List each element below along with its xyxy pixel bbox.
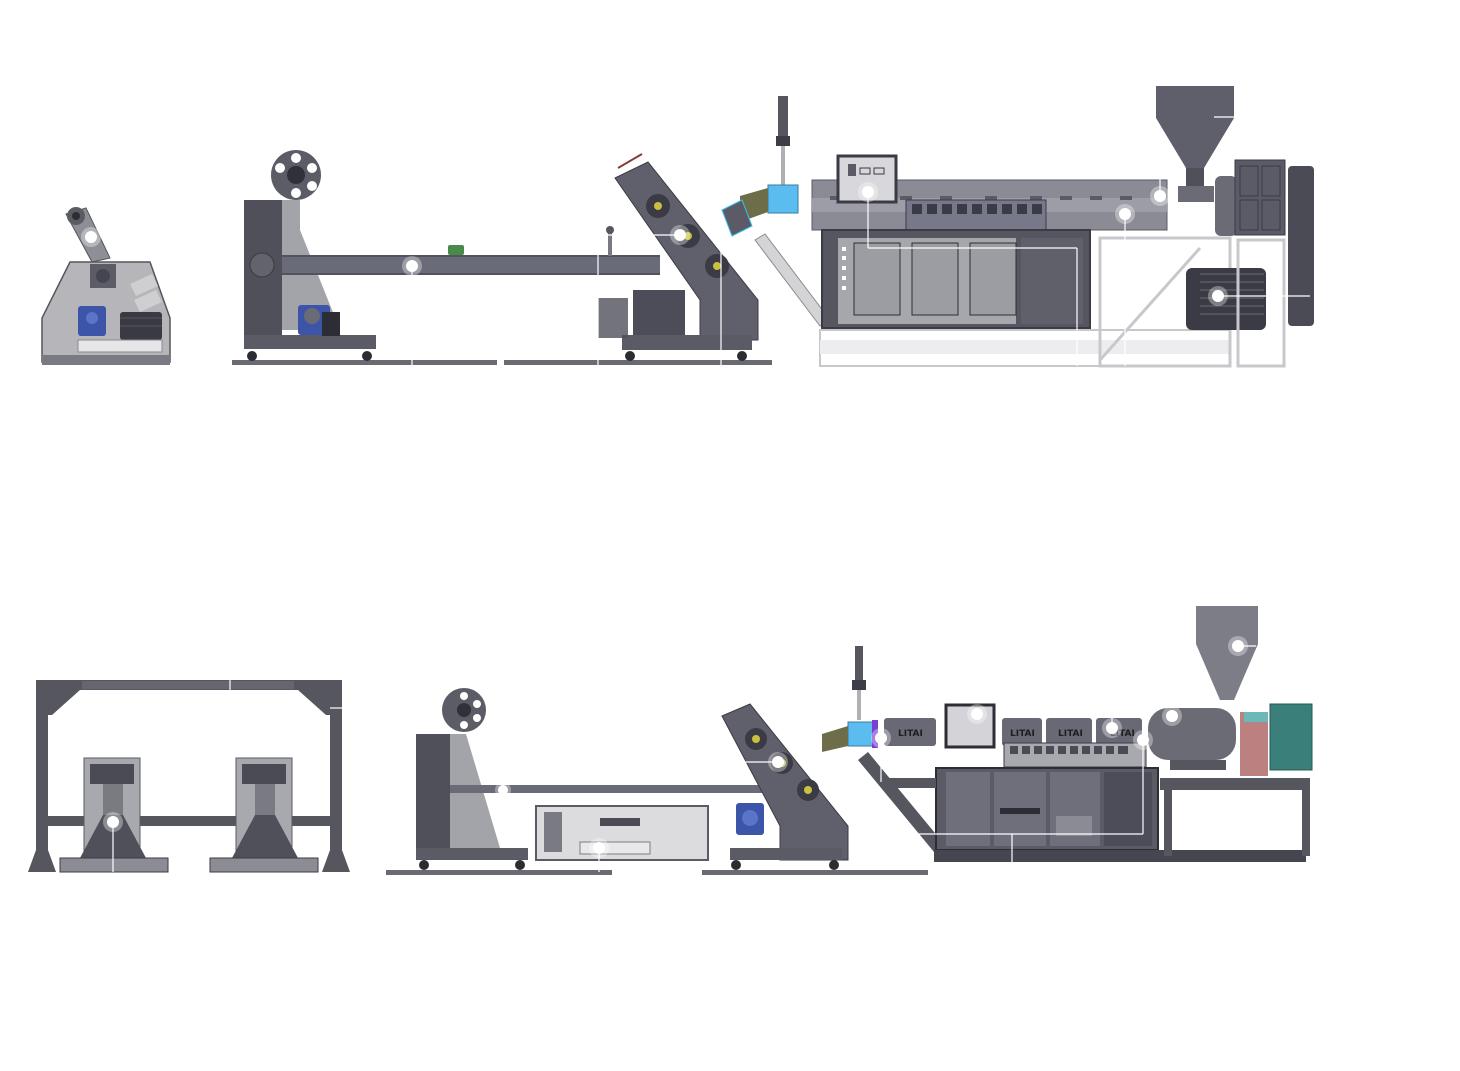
- hotspot-calender-top[interactable]: [670, 225, 690, 245]
- gantry-unwinder: [28, 680, 350, 873]
- hotspots-top: [411, 116, 1310, 366]
- hotspot-conveyor-top[interactable]: [402, 256, 422, 276]
- hotspot-die-adapter-bottom[interactable]: [871, 728, 891, 748]
- hotspot-cooling-tank[interactable]: [589, 838, 609, 858]
- take-up-winder: [232, 150, 772, 365]
- valve-green: [448, 245, 464, 255]
- hotspot-heater-bottom[interactable]: [1102, 718, 1122, 738]
- calender-stack-bottom: [721, 703, 849, 870]
- heater-label: LITAI: [1010, 729, 1035, 739]
- hopper-top: [1156, 86, 1234, 118]
- heater-label: LITAI: [898, 729, 923, 739]
- conveyor-beam-bottom: [450, 785, 780, 793]
- conveyor-beam: [282, 255, 660, 275]
- hotspot-gearbox-bottom[interactable]: [1162, 706, 1182, 726]
- calender-stack-top: [598, 153, 759, 361]
- hotspot-barrel-top[interactable]: [1115, 204, 1135, 224]
- hotspot-feed-throat-top[interactable]: [1150, 186, 1170, 206]
- adapter-cyan: [767, 184, 799, 214]
- gearbox-housing: [1148, 708, 1236, 760]
- control-panel-top: [836, 154, 898, 204]
- hotspot-control-panel-top[interactable]: [858, 182, 878, 202]
- hotspot-barrel-bottom[interactable]: [1133, 730, 1153, 750]
- pulley-guard: [1288, 166, 1314, 326]
- motor-teal: [1269, 703, 1313, 771]
- die-adapter-top: [721, 96, 831, 327]
- hotspot-control-panel-bottom[interactable]: [967, 704, 987, 724]
- hopper-bottom: [1196, 606, 1258, 644]
- hotspot-hopper-bottom[interactable]: [1228, 636, 1248, 656]
- die-adapter-bottom: [822, 646, 944, 852]
- heater-label: LITAI: [1058, 729, 1083, 739]
- small-winder: [41, 207, 171, 365]
- heater-label: LITAI: [1110, 729, 1135, 739]
- extruder-bottom: LITAI LITAI LITAI LITAI: [884, 606, 1313, 862]
- hotspot-conveyor-bottom[interactable]: [495, 782, 511, 798]
- adapter-cyan-bottom: [847, 721, 875, 747]
- control-panel-bottom: [944, 703, 996, 749]
- hotspot-small-winder[interactable]: [81, 227, 101, 247]
- hotspot-calender-bottom[interactable]: [768, 752, 788, 772]
- cooling-tank: [535, 805, 709, 861]
- hotspot-motor-top[interactable]: [1208, 286, 1228, 306]
- hotspot-gantry-unwinder[interactable]: [103, 812, 123, 832]
- extruder-top: [811, 86, 1314, 368]
- coupling-red: [1240, 712, 1268, 776]
- winder-conveyor-bottom: [386, 688, 928, 875]
- adapter-purple: [872, 720, 878, 748]
